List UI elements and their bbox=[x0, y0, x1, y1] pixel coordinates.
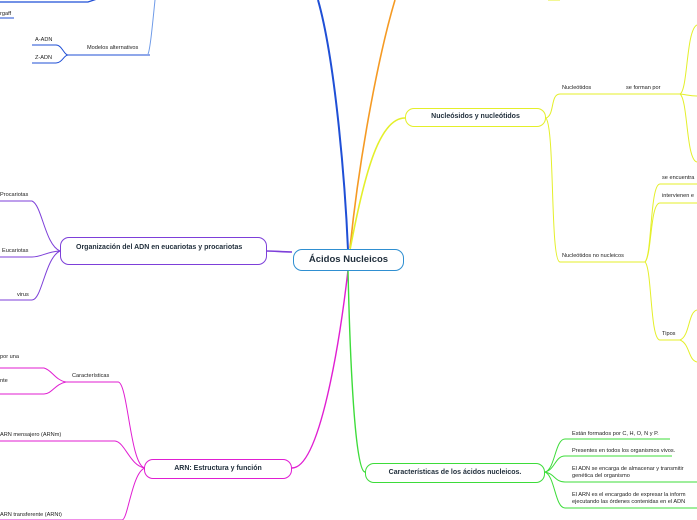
connector-rgaff bbox=[0, 0, 97, 3]
connector-tipos bbox=[644, 261, 680, 341]
root-node[interactable]: Ácidos Nucleicos bbox=[293, 249, 404, 271]
connector-green-2 bbox=[544, 455, 672, 473]
rgaff-label[interactable]: rgaff bbox=[0, 11, 12, 17]
connector-no-nucleicos bbox=[545, 117, 645, 263]
connector-root-green bbox=[347, 269, 366, 473]
connector-virus bbox=[0, 250, 61, 301]
connector-root-yellow bbox=[349, 117, 406, 251]
organizacion-node[interactable]: Organización del ADN en eucariotas y pro… bbox=[60, 237, 267, 265]
nucleotidos-label[interactable]: Nucleótidos bbox=[562, 85, 592, 91]
tipos-label[interactable]: Tipos bbox=[662, 331, 676, 337]
connector-z-adn bbox=[32, 54, 69, 64]
connector-nte bbox=[0, 381, 67, 395]
connector-root-orange bbox=[349, 0, 396, 249]
caracteristica-item-3[interactable]: El ADN se encarga de almacenar y transmi… bbox=[572, 466, 684, 479]
nucleosidos-label: Nucleósidos y nucleótidos bbox=[431, 113, 520, 120]
connector-a-adn bbox=[32, 44, 69, 56]
se-encuentra-label[interactable]: se encuentra bbox=[662, 175, 695, 181]
arn-label: ARN: Estructura y función bbox=[174, 465, 262, 472]
caracteristica-item-4[interactable]: El ARN es el encargado de expresar la in… bbox=[572, 492, 686, 505]
connector-arn-caracteristicas bbox=[66, 381, 146, 469]
connector-mensajero bbox=[0, 440, 146, 469]
arn-mensajero-label[interactable]: ARN mensajero (ARNm) bbox=[0, 432, 62, 438]
arn-transferente-label[interactable]: ARN transferente (ARNt) bbox=[0, 512, 62, 518]
connector-root-magenta bbox=[291, 269, 349, 469]
arn-caracteristicas-label[interactable]: Características bbox=[72, 373, 110, 379]
connector-green-3 bbox=[544, 471, 697, 483]
por-una-label[interactable]: por una bbox=[0, 354, 19, 360]
connector-nucleotidos bbox=[545, 93, 600, 119]
caracteristica-item-2[interactable]: Presentes en todos los organismos vivos. bbox=[572, 448, 676, 454]
intervienen-label[interactable]: intervienen e bbox=[662, 193, 695, 199]
a-adn-label[interactable]: A-ADN bbox=[35, 37, 53, 43]
modelos-alternativos-label[interactable]: Modelos alternativos bbox=[87, 45, 139, 51]
eucariotas-label[interactable]: Eucariotas bbox=[2, 248, 29, 254]
connector-eucariotas bbox=[0, 250, 61, 258]
root-label: Ácidos Nucleicos bbox=[308, 254, 389, 265]
nte-label[interactable]: nte bbox=[0, 378, 8, 384]
connector-procariotas bbox=[0, 200, 61, 252]
connector-forman-2 bbox=[679, 93, 697, 97]
connector-forman-3 bbox=[679, 93, 697, 163]
procariotas-label[interactable]: Procariotas bbox=[0, 192, 29, 198]
nucleosidos-node[interactable]: Nucleósidos y nucleótidos bbox=[405, 108, 546, 127]
connector-root-purple bbox=[265, 250, 293, 253]
connector-por-una bbox=[0, 367, 67, 383]
connector-blue-sub bbox=[147, 0, 156, 55]
connector-intervienen bbox=[644, 202, 697, 263]
virus-label[interactable]: virus bbox=[17, 292, 29, 298]
connector-tipos-1 bbox=[679, 309, 697, 341]
caracteristicas-label: Características de los ácidos nucleicos. bbox=[388, 469, 522, 476]
arn-node[interactable]: ARN: Estructura y función bbox=[144, 459, 292, 479]
connector-forman-1 bbox=[679, 24, 697, 95]
caracteristica-item-1[interactable]: Están formados por C, H, O, N y P. bbox=[572, 431, 659, 437]
organizacion-label: Organización del ADN en eucariotas y pro… bbox=[76, 244, 243, 251]
se-forman-por-label[interactable]: se forman por bbox=[626, 85, 661, 91]
connector-tipos-2 bbox=[679, 339, 697, 363]
connector-green-4 bbox=[544, 471, 697, 509]
caracteristicas-node[interactable]: Características de los ácidos nucleicos. bbox=[365, 463, 545, 483]
nucleotidos-no-nucleicos-label[interactable]: Nucleótidos no nucleicos bbox=[562, 253, 624, 259]
connector-root-blue bbox=[317, 0, 349, 251]
connector-green-1 bbox=[544, 438, 670, 473]
z-adn-label[interactable]: Z-ADN bbox=[35, 55, 53, 61]
